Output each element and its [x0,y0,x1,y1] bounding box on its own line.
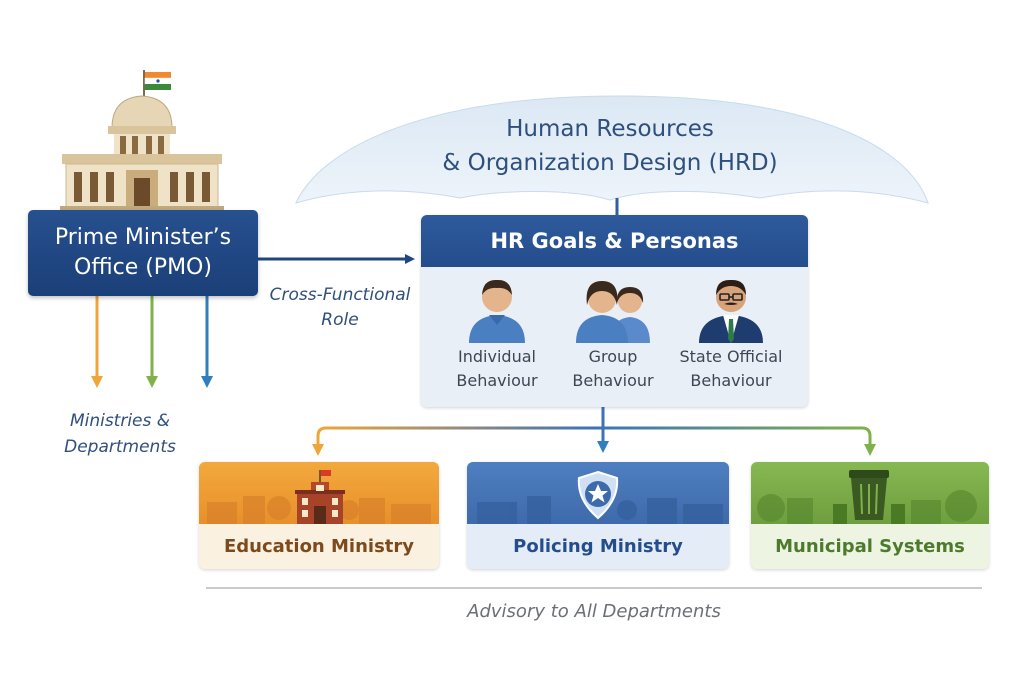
branch-connector [316,426,872,450]
hrd-title: Human Resources & Organization Design (H… [380,112,840,180]
persona-group-line2: Behaviour [572,371,654,390]
ministries-line1: Ministries & [69,411,171,431]
hrd-title-line1: Human Resources [506,116,714,142]
persona-group: Group Behaviour [549,273,677,393]
person-icon [469,279,525,343]
ministries-line2: Departments [64,437,176,457]
hrd-cloud [295,95,929,204]
cross-functional-line1: Cross-Functional [269,285,411,305]
trash-bin-icon [833,470,905,524]
persona-state-official: State Official Behaviour [667,273,795,393]
pmo-box: Prime Minister’s Office (PMO) [28,210,258,296]
parliament-building-icon [60,70,224,210]
persona-state-official-line1: State Official [679,347,783,366]
policing-ministry-label: Policing Ministry [467,524,729,569]
persona-individual: Individual Behaviour [433,273,561,393]
persona-individual-line2: Behaviour [456,371,538,390]
pmo-line2: Office (PMO) [74,255,212,280]
ministries-label: Ministries & Departments [40,408,200,460]
card-policing-ministry: Policing Ministry [467,462,729,569]
card-municipal-systems: Municipal Systems [751,462,989,569]
cross-functional-line2: Role [321,310,359,330]
hr-goals-title: HR Goals & Personas [421,215,808,267]
card-education-ministry: Education Ministry [199,462,439,569]
pmo-line1: Prime Minister’s [54,225,232,250]
persona-state-official-line2: Behaviour [690,371,772,390]
hr-goals-panel: HR Goals & Personas Individual Behaviour… [421,215,808,407]
persona-individual-line1: Individual [458,347,536,366]
advisory-footer: Advisory to All Departments [467,601,721,622]
school-icon [295,470,345,524]
persona-group-line1: Group [588,347,638,366]
municipal-systems-label: Municipal Systems [751,524,989,569]
hrd-title-line2: & Organization Design (HRD) [442,150,778,176]
group-icon [576,281,650,343]
education-ministry-label: Education Ministry [199,524,439,569]
official-icon [699,279,763,343]
police-badge-icon [577,470,619,520]
cross-functional-label: Cross-Functional Role [250,283,430,333]
